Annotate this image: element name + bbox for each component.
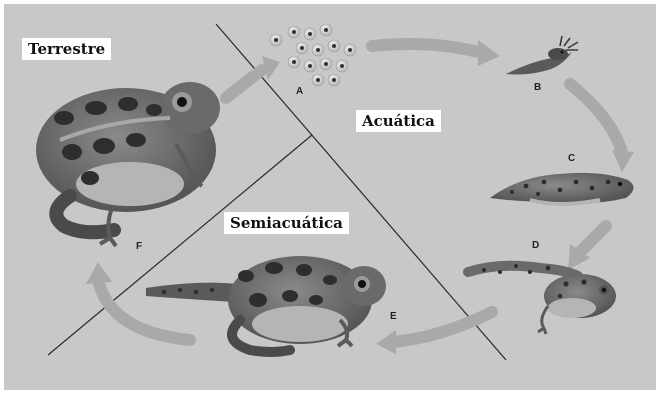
stage-label-c: C	[568, 153, 575, 164]
diagram-canvas	[4, 4, 656, 390]
zone-label-semiaquatic: Semiacuática	[224, 212, 349, 234]
stage-label-d: D	[532, 240, 539, 251]
stage-label-e: E	[390, 311, 397, 322]
zone-label-terrestrial: Terrestre	[22, 38, 111, 60]
stage-label-f: F	[136, 241, 142, 252]
stage-label-b: B	[534, 82, 541, 93]
zone-label-aquatic: Acuática	[356, 110, 441, 132]
stage-label-a: A	[296, 86, 303, 97]
